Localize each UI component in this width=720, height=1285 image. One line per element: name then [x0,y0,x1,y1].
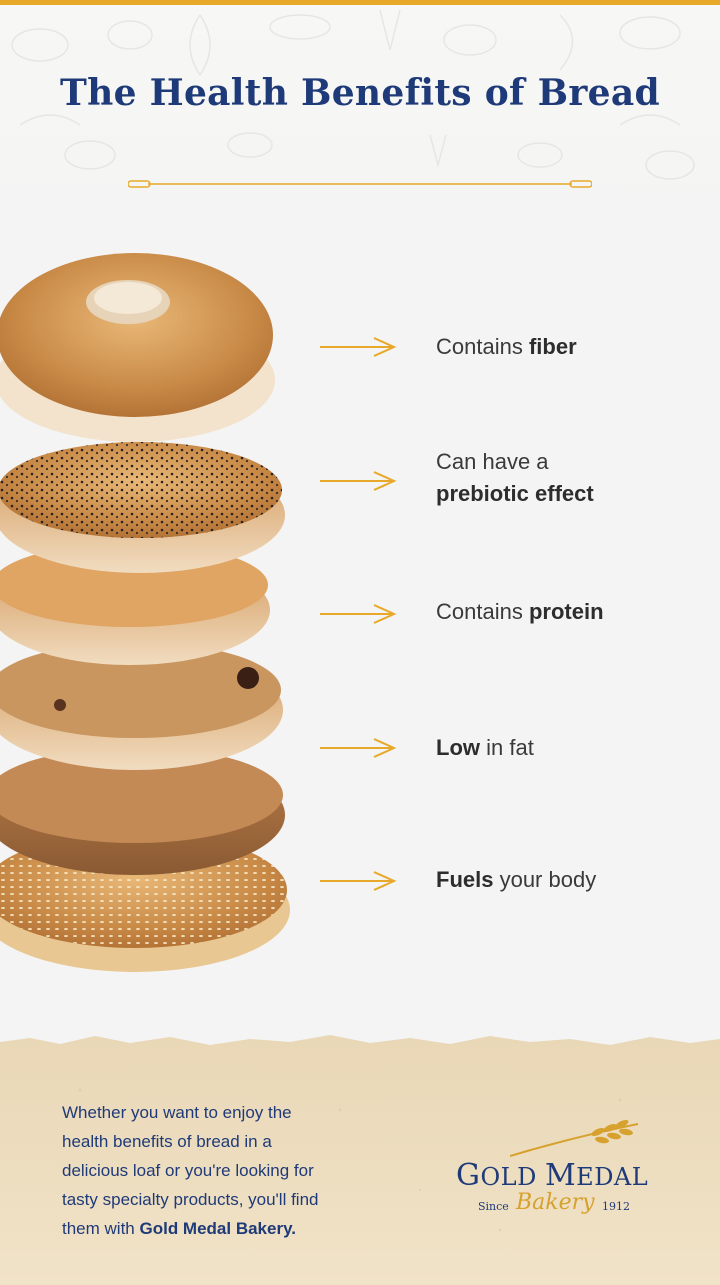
header-pattern-background [0,5,720,235]
benefit-item-protein: Contains protein [318,595,708,675]
page-title: The Health Benefits of Bread [60,72,660,114]
arrow-right-icon [320,604,397,624]
arrow-right-icon [320,738,397,758]
benefit-label: Contains protein [436,599,604,624]
logo-year: 1912 [602,1200,630,1213]
top-accent-bar [0,0,720,5]
footer-message: Whether you want to enjoy the health ben… [62,1103,319,1238]
gold-medal-bakery-logo: GOLD MEDAL Since Bakery 1912 [450,1118,660,1228]
wheat-icon [510,1119,639,1157]
footer-paper-background [0,1035,720,1285]
arrow-right-icon [320,871,397,891]
logo-wordmark: GOLD MEDAL [456,1158,649,1193]
benefit-item-fuels: Fuels your body [318,863,708,943]
benefit-item-low-fat: Low in fat [318,731,708,811]
logo-bakery-script: Bakery [516,1190,595,1215]
benefit-item-fiber: Contains fiber [318,330,708,410]
benefit-label: Contains fiber [436,334,577,359]
benefit-label: Fuels your body [436,867,597,892]
doodle-pattern [11,9,695,180]
benefit-label: Low in fat [436,735,534,760]
arrow-right-icon [320,471,397,491]
bagel-stack-image [0,253,290,972]
title-divider [128,180,592,188]
arrow-right-icon [320,337,397,357]
logo-since: Since [478,1200,509,1213]
